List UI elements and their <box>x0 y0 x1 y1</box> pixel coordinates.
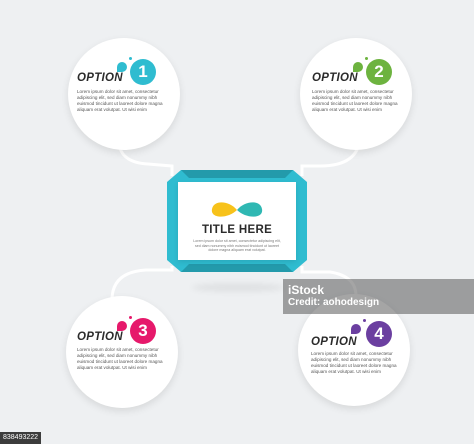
option-4-circle <box>298 294 410 406</box>
center-frame-top-fold <box>181 170 293 178</box>
watermark-bar <box>283 279 474 314</box>
option-1-dot-icon <box>129 57 132 60</box>
infinity-icon-left-loop <box>211 202 237 217</box>
infinity-icon-right-loop <box>237 202 263 217</box>
option-3-drop-icon <box>117 321 127 331</box>
option-4-title: OPTION <box>311 336 357 348</box>
option-2-number-badge: 2 <box>366 59 392 85</box>
option-4-drop-icon <box>351 324 361 334</box>
option-4-number-badge: 4 <box>366 321 392 347</box>
option-3-dot-icon <box>129 316 132 319</box>
option-3-body: Lorem ipsum dolor sit amet, consectetur … <box>77 347 163 370</box>
option-3-number-badge: 3 <box>130 318 156 344</box>
connector-option-4 <box>300 266 358 297</box>
watermark-logo: iStock <box>288 283 325 297</box>
option-2-title: OPTION <box>312 72 358 84</box>
option-2-circle <box>300 38 412 150</box>
infinity-icon <box>211 202 263 217</box>
center-shadow <box>192 283 284 292</box>
center-title: TITLE HERE <box>201 224 273 236</box>
option-1-drop-icon <box>117 62 127 72</box>
option-1-body: Lorem ipsum dolor sit amet, consectetur … <box>77 89 163 112</box>
connector-option-3 <box>110 266 174 301</box>
watermark-credit: Credit: aohodesign <box>288 297 380 308</box>
option-4-body: Lorem ipsum dolor sit amet, consectetur … <box>311 351 397 374</box>
option-2-body: Lorem ipsum dolor sit amet, consectetur … <box>312 89 398 112</box>
option-1-circle <box>68 38 180 150</box>
option-1-title: OPTION <box>77 72 123 84</box>
option-2-dot-icon <box>365 57 368 60</box>
option-4-dot-icon <box>363 319 366 322</box>
image-id-label: 838493222 <box>0 432 42 444</box>
center-body: Lorem ipsum dolor sit amet, consectetur … <box>193 239 281 253</box>
option-3-title: OPTION <box>77 331 123 343</box>
center-card <box>178 182 296 260</box>
center-frame-bottom-fold <box>181 264 293 272</box>
option-3-circle <box>66 296 178 408</box>
option-2-drop-icon <box>353 62 363 72</box>
option-1-number-badge: 1 <box>130 59 156 85</box>
